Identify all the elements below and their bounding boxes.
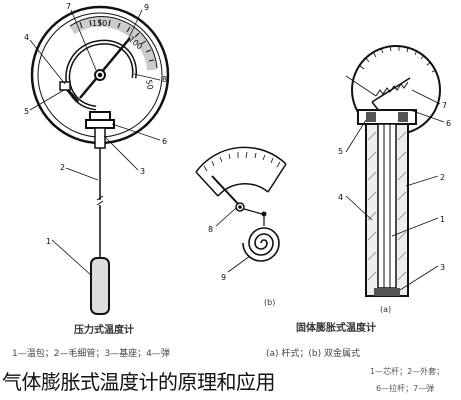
pressure-gauge-figure [29,5,170,315]
part-number-3: 3 [140,167,145,176]
gauge-sector [59,81,71,91]
bimetal-scale-outer [195,146,287,173]
page-title: 气体膨胀式温度计的原理和应用 [2,370,276,394]
part-number-9: 9 [144,3,149,12]
part-number-4: 4 [24,33,29,42]
scale-label-150: 150 [92,19,107,28]
rod-part-1: 1 [440,215,445,224]
gauge-ticks [79,19,155,62]
solid-expansion-caption: 固体膨胀式温度计 [296,321,376,334]
bimetal-figure [195,146,287,273]
bimetal-pointer [211,175,241,207]
bimetal-part-8: 8 [208,225,213,234]
bimetal-part-9: 9 [221,273,226,282]
gauge-leaders [29,9,161,277]
rod-part-6: 6 [446,119,451,128]
rod-core [377,123,397,289]
solid-expansion-legend-right-a: 1—芯杆；2—外套； [370,366,444,376]
bimetal-ticks [203,151,281,172]
rod-sub-label: (a) [380,305,391,314]
rod-part-2: 2 [440,173,445,182]
rod-part-5: 5 [338,147,343,156]
rod-thermometer-figure [345,45,445,297]
part-number-7: 7 [66,2,71,11]
pressure-gauge-caption: 压力式温度计 [74,323,134,336]
solid-expansion-subcaption: (a) 杆式；(b) 双金属式 [266,347,360,359]
bimetal-spiral [242,227,280,262]
rod-part-7: 7 [442,101,447,110]
part-number-6: 6 [162,137,167,146]
gauge-base [89,111,111,121]
part-number-5: 5 [24,107,29,116]
rod-pointer [371,77,411,103]
pressure-gauge-legend: 1—温包；2—毛细管；3—基座；4—弹 [12,347,170,359]
scale-label-50: 50 [144,79,155,91]
rod-part-3: 3 [440,263,445,272]
solid-expansion-legend-right-b: 6—拉杆；7—弹 [376,383,434,393]
gauge-scale-arc [69,16,158,69]
gauge-scale-band [69,16,157,71]
rod-dial-ticks [359,45,437,73]
part-number-8: 8 [162,75,167,84]
rod-part-4: 4 [338,193,343,202]
bimetal-scale-inner [217,183,269,197]
temperature-bulb [90,257,110,315]
part-number-2: 2 [60,163,65,172]
bimetal-caption: (b) [264,298,275,307]
gauge-pointer [79,37,131,99]
part-number-1: 1 [46,237,51,246]
